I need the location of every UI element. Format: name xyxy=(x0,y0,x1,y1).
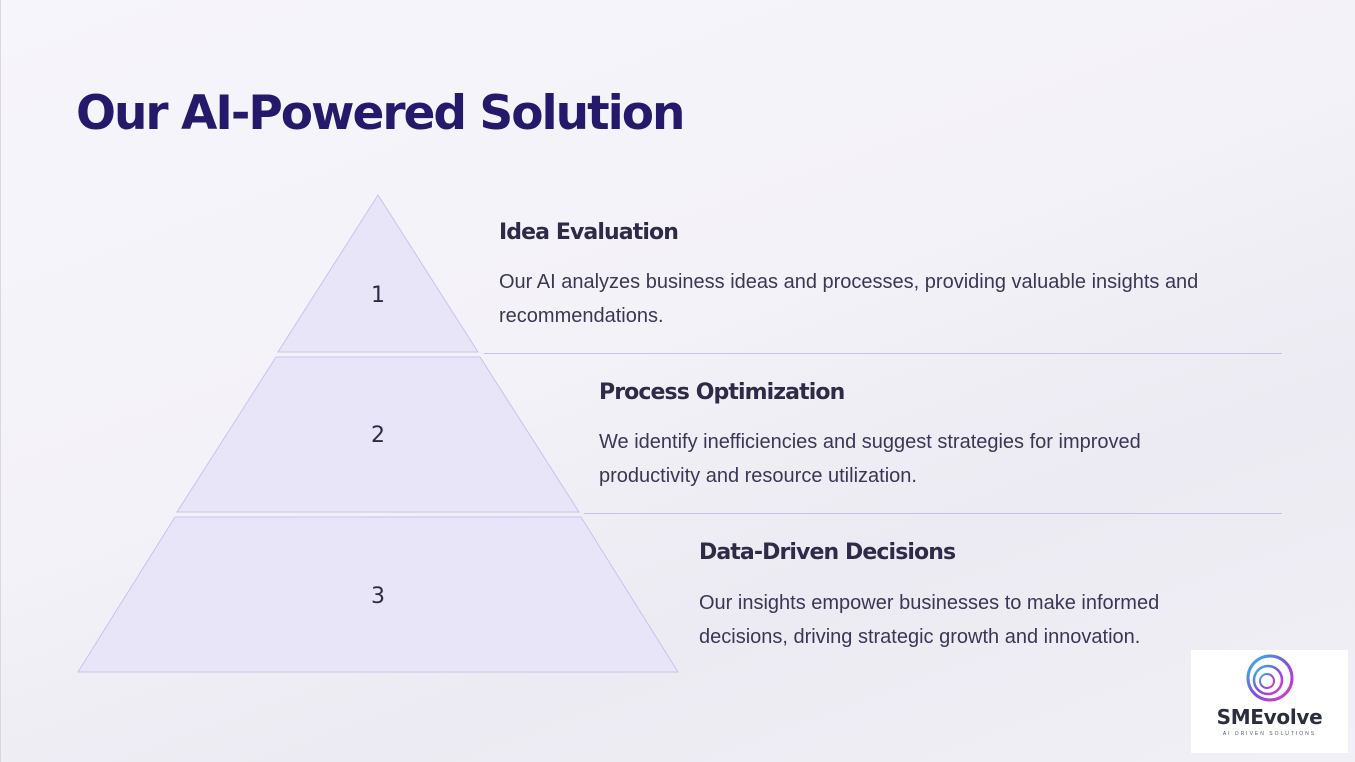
pyramid-level-3 xyxy=(77,516,679,673)
level-2-number: 2 xyxy=(371,423,385,448)
pyramid-level-2 xyxy=(176,356,580,513)
slide-left-edge xyxy=(0,0,1,762)
level-2-description: We identify inefficiencies and suggest s… xyxy=(599,431,1141,487)
level-2-heading: Process Optimization xyxy=(599,380,845,405)
level-1-divider xyxy=(484,353,1282,354)
logo-wordmark: SMEvolve xyxy=(1216,705,1323,729)
brand-logo: SMEvolve AI DRIVEN SOLUTIONS xyxy=(1191,650,1348,753)
level-3-heading: Data-Driven Decisions xyxy=(699,540,956,565)
slide-title: Our AI-Powered Solution xyxy=(76,86,685,141)
concentric-ring-logo-icon xyxy=(1246,654,1294,702)
level-2-divider xyxy=(584,513,1282,514)
level-1-number: 1 xyxy=(371,283,385,308)
level-1-heading: Idea Evaluation xyxy=(499,220,679,245)
pyramid-level-1 xyxy=(277,194,479,353)
logo-tagline: AI DRIVEN SOLUTIONS xyxy=(1222,731,1317,737)
level-3-number: 3 xyxy=(371,584,385,609)
level-3-description: Our insights empower businesses to make … xyxy=(699,592,1160,648)
level-1-description: Our AI analyzes business ideas and proce… xyxy=(499,271,1199,327)
